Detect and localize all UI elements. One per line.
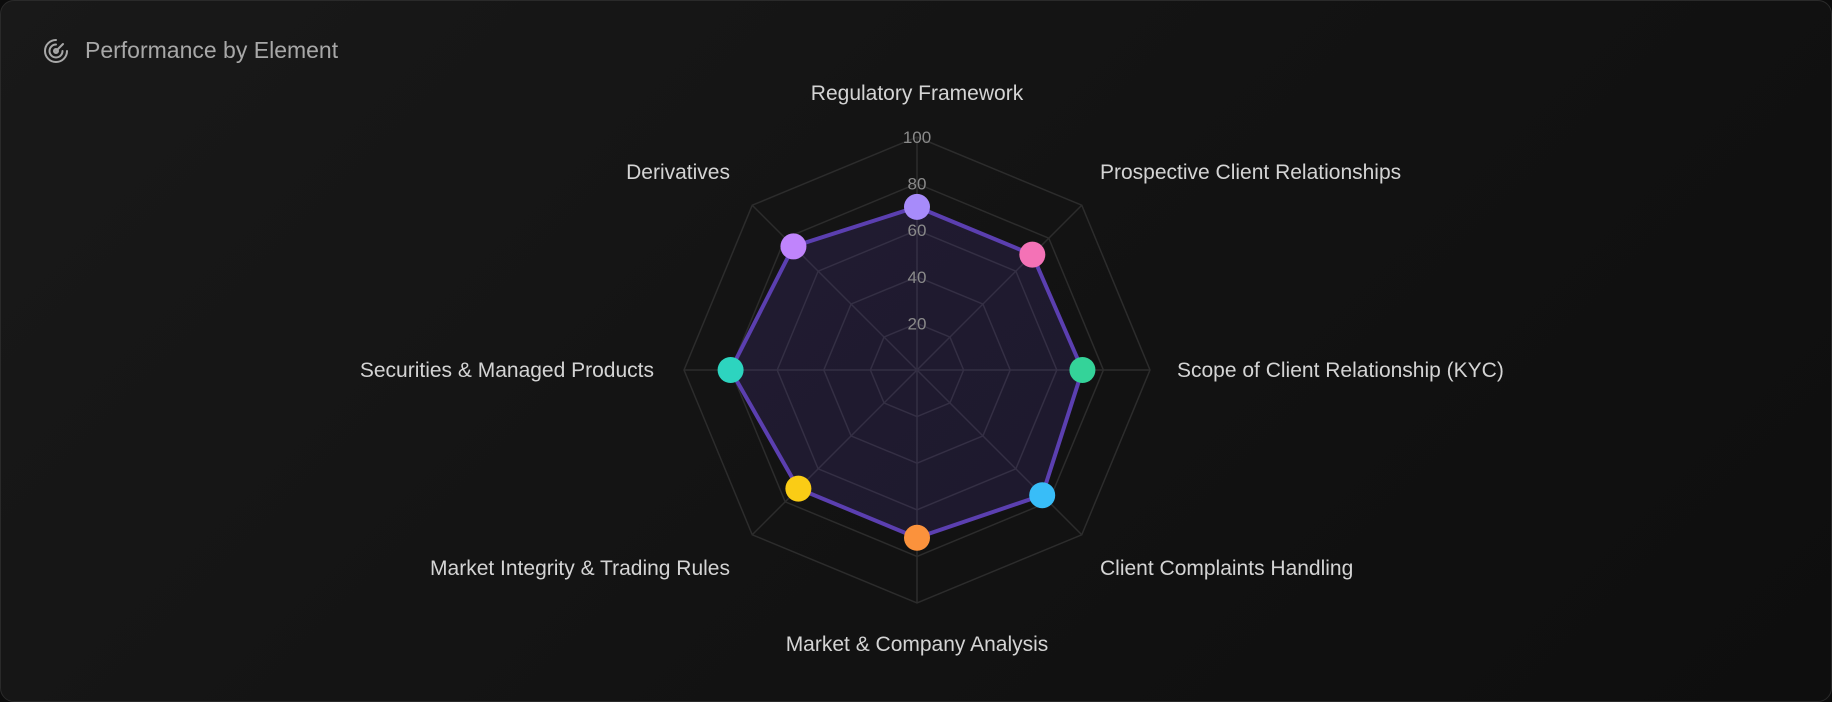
axis-label: Client Complaints Handling [1100,557,1353,580]
axis-label: Market Integrity & Trading Rules [430,557,730,580]
grid-spoke [751,204,918,371]
axis-label: Prospective Client Relationships [1100,161,1401,184]
data-point [1029,482,1056,509]
tick-label: 40 [908,268,927,287]
tick-label: 80 [908,175,927,194]
data-point [1019,241,1046,268]
panel-header: Performance by Element [43,37,338,64]
grid-spoke [751,369,918,536]
axis-label: Derivatives [626,161,730,184]
data-point [904,193,930,220]
grid-spoke [916,204,1083,371]
data-point [780,233,807,260]
data-point [904,524,930,551]
axis-label: Market & Company Analysis [786,633,1049,656]
radar-target-icon [44,38,68,63]
data-point [785,475,812,502]
tick-label: 20 [908,314,927,333]
axis-label: Securities & Managed Products [360,359,654,382]
axis-label: Scope of Client Relationship (KYC) [1177,359,1504,382]
tick-label: 100 [903,128,931,147]
data-point [1069,357,1096,383]
axis-label: Regulatory Framework [811,82,1024,105]
radar-chart: 20 40 60 80 100 Regulatory FrameworkProspecti… [360,82,1504,656]
panel-title: Performance by Element [85,37,339,63]
grid-spoke [916,369,1083,536]
tick-label: 60 [908,221,927,240]
data-point [717,357,744,383]
